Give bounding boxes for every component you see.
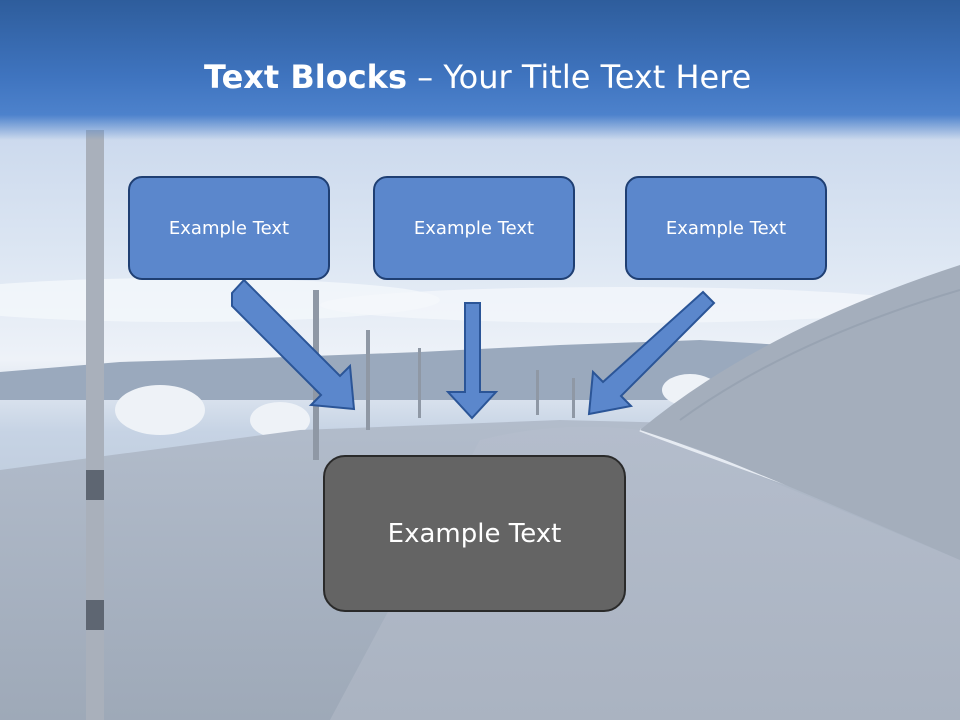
arrow-right [587,290,716,416]
text-block-left[interactable]: Example Text [128,176,330,280]
arrow-left [231,278,356,411]
text-block-right[interactable]: Example Text [625,176,827,280]
arrow-center [445,302,499,420]
text-block-center[interactable]: Example Text [373,176,575,280]
text-block-bottom[interactable]: Example Text [323,455,626,612]
text-block-right-label: Example Text [665,217,787,239]
text-block-center-label: Example Text [413,217,535,239]
text-block-left-label: Example Text [168,217,290,239]
title-separator: – [407,58,444,96]
title-rest: Your Title Text Here [443,58,752,96]
slide-title: Text Blocks – Your Title Text Here [204,56,751,98]
title-band [0,0,960,140]
title-bold: Text Blocks [204,58,407,96]
text-block-bottom-label: Example Text [387,518,562,549]
